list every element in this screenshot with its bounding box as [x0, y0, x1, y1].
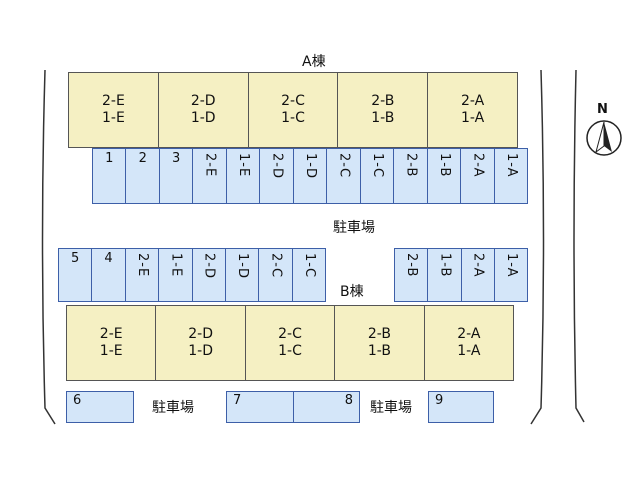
- parking-slot: 1-E: [159, 249, 193, 301]
- parking-slot: 1-C: [361, 149, 395, 203]
- road-edge-line: [573, 69, 585, 423]
- parking-slot: 1-B: [428, 149, 462, 203]
- parking-lot-label: 駐車場: [333, 220, 375, 236]
- parking-slot: 1-A: [503, 253, 519, 278]
- parking-slot: 1-D: [226, 249, 260, 301]
- parking-lot-label-bottom-left: 駐車場: [152, 400, 194, 416]
- parking-slot: 2-E: [126, 249, 160, 301]
- parking-slot: 2: [126, 149, 160, 203]
- parking-slot: 9: [435, 393, 444, 408]
- building-a-title: A棟: [302, 54, 326, 70]
- parking-slot: 2-C: [327, 149, 361, 203]
- parking-lot-label-bottom-right: 駐車場: [370, 400, 412, 416]
- north-label: N: [597, 102, 608, 117]
- parking-slot: 4: [92, 249, 126, 301]
- parking-slot: 6: [73, 393, 82, 408]
- building-b-title: B棟: [340, 284, 364, 300]
- parking-slot: 7: [227, 392, 294, 422]
- right-boundary-line: [530, 69, 545, 425]
- parking-slot: 1: [93, 149, 127, 203]
- parking-slot: 2-B: [395, 249, 429, 301]
- parking-slot: 1-B: [428, 249, 462, 301]
- parking-slot: 2-D: [260, 149, 294, 203]
- left-boundary-line: [41, 69, 56, 425]
- parking-row-b-right: 2-B 1-B 2-A 1-A: [394, 248, 528, 302]
- parking-slots-7-8: 7 8: [226, 391, 360, 423]
- parking-slot-9: 9: [428, 391, 494, 423]
- parking-slot: 1-D: [294, 149, 328, 203]
- parking-slot: 2-E: [193, 149, 227, 203]
- parking-slot: 2-B: [394, 149, 428, 203]
- parking-slot: 2-C: [259, 249, 293, 301]
- parking-slot-6: 6: [66, 391, 134, 423]
- parking-slot: 5: [59, 249, 93, 301]
- parking-slot: 1-E: [227, 149, 261, 203]
- parking-slot: 2-A: [461, 149, 495, 203]
- parking-slot: 2-D: [193, 249, 226, 301]
- north-arrow-icon: N: [584, 102, 624, 160]
- parking-slot: 3: [160, 149, 194, 203]
- parking-slot: 8: [344, 393, 353, 408]
- parking-row-a: 1 2 3 2-E 1-E 2-D 1-D 2-C 1-C 2-B 1-B 2-…: [92, 148, 528, 204]
- parking-slot: 1-A: [503, 153, 519, 178]
- parking-slot: 1-C: [301, 253, 317, 279]
- parking-row-b-left: 5 4 2-E 1-E 2-D 1-D 2-C 1-C: [58, 248, 326, 302]
- compass-icon: [586, 120, 622, 156]
- parking-slot: 2-A: [462, 249, 495, 301]
